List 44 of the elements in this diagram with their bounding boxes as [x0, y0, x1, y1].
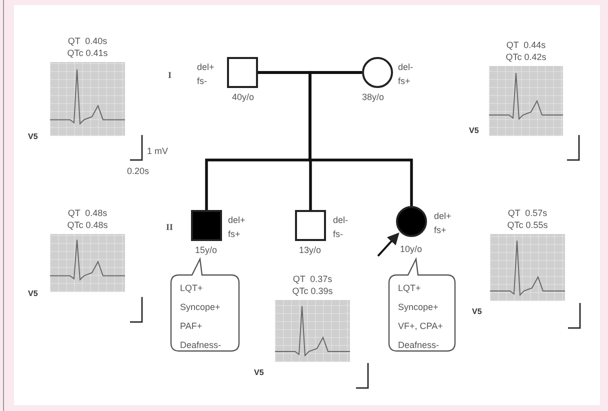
qt-interval-text: QTc 0.39s [291, 286, 334, 297]
genotype-text: fs- [333, 229, 343, 240]
qt-interval-text: QTc 0.55s [506, 220, 549, 231]
genotype-text: fs- [197, 76, 207, 87]
generation-numeral: I [168, 70, 172, 81]
scale-value: 1 mV [147, 146, 168, 157]
generation-numeral: II [166, 222, 174, 233]
genotype-text: fs+ [398, 76, 410, 87]
phenotype-text: Syncope+ [180, 302, 220, 313]
age-text: 15y/o [195, 245, 218, 256]
qt-interval-text: QTc 0.42s [504, 52, 548, 63]
genotype-text: del+ [434, 211, 452, 222]
phenotype-text: Deafness- [398, 340, 440, 351]
phenotype-text: LQT+ [180, 283, 203, 294]
qt-interval-text: QT 0.40s [66, 36, 108, 47]
phenotype-text: LQT+ [398, 283, 421, 294]
phenotype-text: Deafness- [180, 340, 222, 351]
qt-interval-text: QT 0.57s [506, 208, 548, 219]
qt-interval-text: QT 0.37s [292, 274, 334, 285]
genotype-text: del+ [197, 62, 214, 73]
scale-value: 0.20s [127, 166, 150, 177]
age-text: 40y/o [232, 92, 254, 103]
lead-label: V5 [469, 126, 479, 135]
genotype-text: del+ [228, 215, 246, 226]
genotype-text: del- [333, 215, 348, 226]
proband-arrow [377, 232, 400, 257]
genotype-text: fs+ [434, 225, 446, 236]
phenotype-text: VF+, CPA+ [398, 321, 443, 332]
phenotype-text: Syncope+ [398, 302, 438, 313]
lead-label: V5 [28, 289, 38, 298]
qt-interval-text: QT 0.44s [505, 40, 547, 51]
lead-label: V5 [254, 368, 264, 377]
age-text: 10y/o [400, 244, 422, 255]
age-text: 38y/o [362, 92, 384, 103]
age-text: 13y/o [299, 245, 322, 256]
genotype-text: del- [398, 62, 414, 73]
genotype-text: fs+ [228, 229, 240, 240]
lead-label: V5 [472, 307, 482, 316]
pedigree-line [308, 71, 413, 206]
qt-interval-text: QTc 0.41s [66, 48, 109, 59]
phenotype-text: PAF+ [180, 321, 202, 332]
qt-interval-text: QTc 0.48s [66, 220, 109, 231]
lead-label: V5 [28, 132, 38, 141]
qt-interval-text: QT 0.48s [66, 208, 108, 219]
